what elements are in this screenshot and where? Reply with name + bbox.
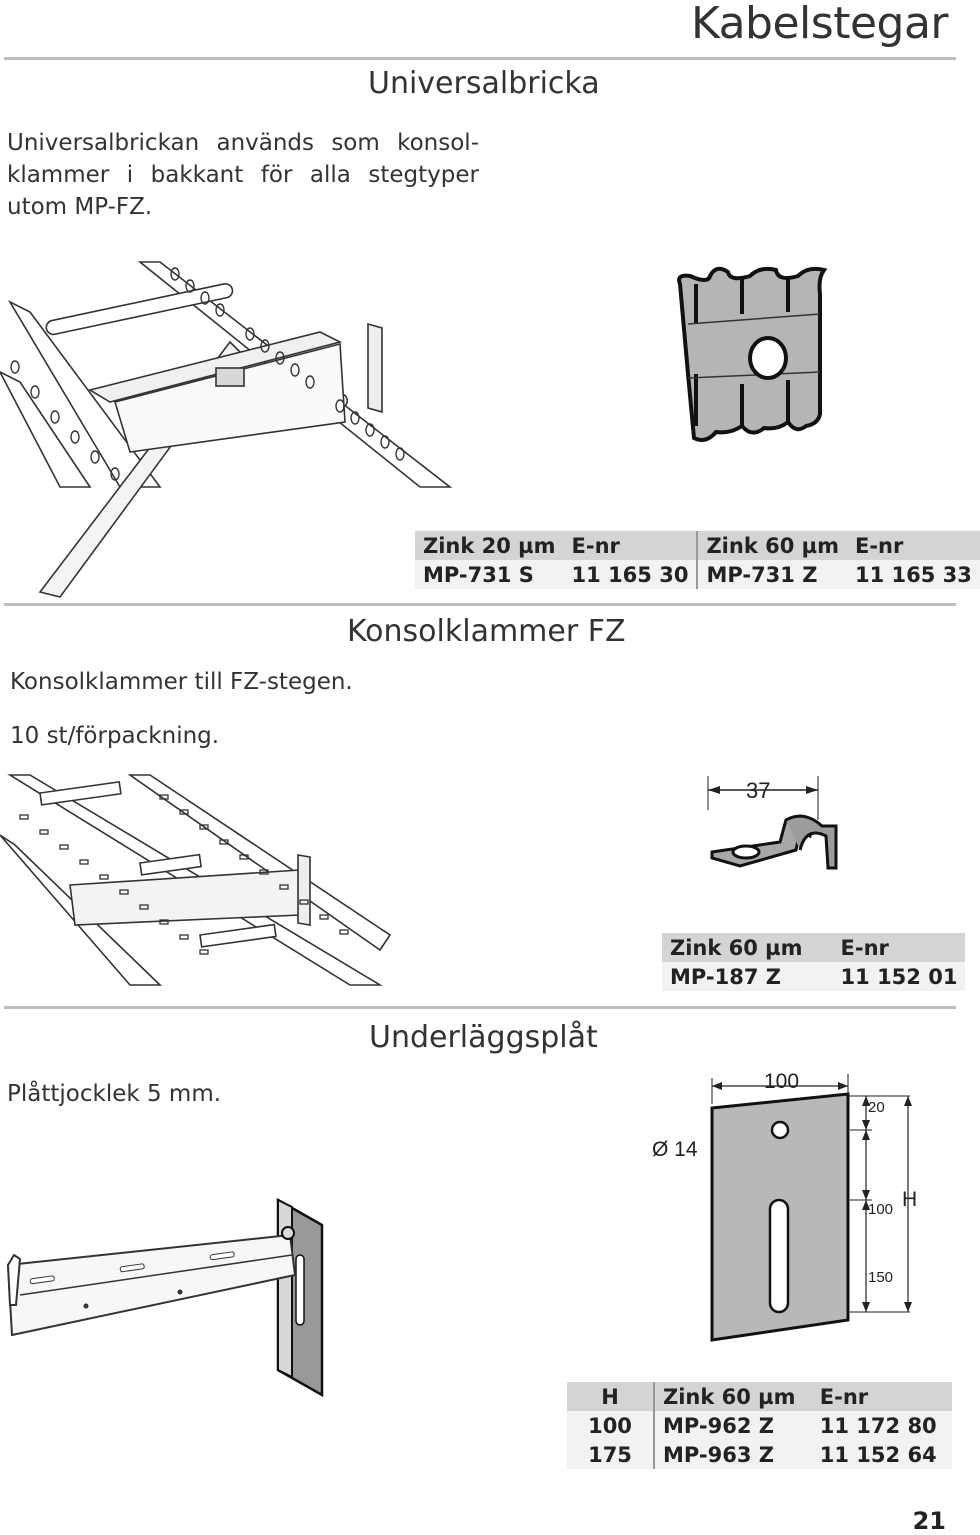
table-cell: 11 152 64 [811,1440,952,1469]
universal-description: Universalbrickan används som konsol­klam… [7,130,479,220]
table-cell: MP-963 Z [653,1440,812,1469]
underlagg-table: H Zink 60 µm E-nr 100 MP-962 Z 11 172 80… [567,1382,952,1469]
table-header: E-nr [846,531,980,560]
header-rule [4,57,956,60]
ladder-illustration-universal [0,261,453,598]
table-cell: MP-731 S [415,560,564,589]
table-cell: 11 172 80 [811,1411,952,1440]
dimension-top: 20 [868,1099,885,1116]
dimension-label: 37 [746,778,770,803]
base-plate-drawing: 100 20 100 150 H Ø 14 [652,1070,917,1342]
underlagg-description: Plåttjocklek 5 mm. [7,1081,222,1107]
dimension-hole: Ø 14 [652,1138,698,1161]
table-cell: MP-731 Z [696,560,847,589]
section-rule [4,1006,956,1009]
table-cell: 11 152 01 [810,962,966,991]
konsol-clip-illustration: 37 [707,776,838,870]
section-title-underlagg: Underläggsplåt [369,1020,598,1055]
table-cell: 175 [567,1440,654,1469]
dimension-slot: 150 [868,1269,893,1286]
page-number: 21 [912,1507,946,1535]
konsol-pack-info: 10 st/förpackning. [10,723,220,749]
universal-bracket-illustration [677,266,828,442]
section-title-universal: Universalbricka [368,66,600,101]
dimension-height: H [902,1188,917,1211]
universal-table: Zink 20 µm E-nr Zink 60 µm E-nr MP-731 S… [415,531,980,589]
table-header: Zink 60 µm [662,933,811,962]
konsol-table: Zink 60 µm E-nr MP-187 Z 11 152 01 [662,933,966,991]
table-header: Zink 60 µm [696,531,847,560]
table-cell: 11 165 33 [846,560,980,589]
table-header: E-nr [811,1382,952,1411]
table-header: Zink 20 µm [415,531,564,560]
konsol-description: Konsolklammer till FZ-stegen. [10,669,353,695]
table-cell: 11 165 30 [563,560,698,589]
dimension-width: 100 [764,1070,799,1093]
header-title: Kabelstegar [691,0,949,49]
section-title-konsol: Konsolklammer FZ [347,614,626,649]
table-cell: 100 [567,1411,654,1440]
section-rule [4,603,956,606]
table-header: H [567,1382,654,1411]
table-header: E-nr [810,933,966,962]
table-cell: MP-962 Z [653,1411,812,1440]
table-cell: MP-187 Z [662,962,811,991]
table-header: Zink 60 µm [653,1382,812,1411]
dimension-mid: 100 [868,1201,893,1218]
ladder-illustration-fz [0,774,392,986]
table-header: E-nr [563,531,698,560]
wall-bracket-illustration [6,1197,324,1398]
